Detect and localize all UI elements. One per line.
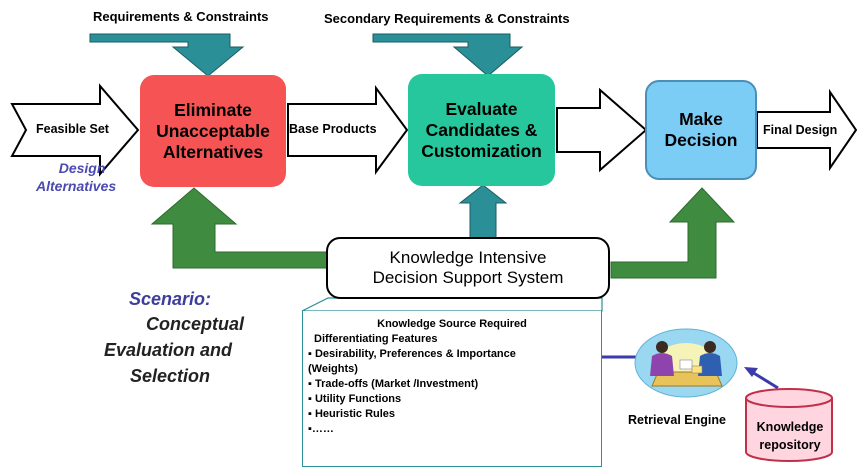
scenario-line-3: Selection	[130, 366, 211, 386]
base-products-label: Base Products	[289, 122, 377, 136]
evaluate-to-decide-arrow	[556, 87, 648, 173]
knowledge-source-title: Knowledge Source Required	[377, 318, 527, 330]
knowledge-source-item: ▪ Heuristic Rules	[308, 408, 396, 420]
repository-link-arrow-head	[744, 367, 758, 377]
design-alternatives-line-2: Alternatives	[36, 177, 117, 194]
knowledge-source-box: Knowledge Source Required Differentiatin…	[302, 311, 602, 467]
decide-line-2: Decision	[664, 130, 738, 150]
repository-line-2: repository	[759, 438, 821, 452]
knowledge-source-item: (Weights)	[308, 363, 358, 375]
design-alternatives-note: Design Alternatives	[36, 160, 116, 195]
secondary-requirements-input-arrow	[372, 33, 524, 77]
make-decision-box: Make Decision	[645, 80, 757, 180]
kidss-line-2: Decision Support System	[372, 268, 564, 287]
evaluate-line-1: Evaluate	[445, 98, 518, 119]
eliminate-alternatives-box: Eliminate Unacceptable Alternatives	[140, 75, 286, 187]
knowledge-source-item: ▪ Trade-offs (Market /Investment)	[308, 378, 479, 390]
repository-link-arrow	[751, 370, 779, 390]
scenario-line-1: Conceptual	[146, 314, 245, 334]
final-design-arrow	[756, 88, 858, 172]
scenario-line-2: Evaluation and	[104, 340, 233, 360]
eliminate-line-1: Eliminate	[174, 99, 252, 120]
knowledge-source-item: ▪ Desirability, Preferences & Importance	[308, 348, 516, 360]
knowledge-source-item: ▪……	[308, 423, 334, 435]
final-design-label: Final Design	[763, 123, 838, 137]
kidss-box: Knowledge Intensive Decision Support Sys…	[326, 237, 610, 299]
retrieval-engine-label: Retrieval Engine	[628, 413, 726, 427]
base-products-arrow	[287, 84, 409, 176]
kidss-to-evaluate-arrow	[458, 184, 508, 239]
retrieval-engine-icon	[634, 328, 738, 398]
kidss-to-decide-arrow	[610, 187, 736, 279]
knowledge-repository-label: Knowledge repository	[747, 418, 833, 454]
knowledge-source-item: ▪ Utility Functions	[308, 393, 402, 405]
evaluate-line-2: Candidates &	[425, 119, 538, 140]
decide-line-1: Make	[679, 109, 723, 129]
requirements-input-arrow	[89, 33, 245, 77]
design-alternatives-line-1: Design	[58, 160, 106, 176]
feasible-set-arrow	[10, 83, 140, 177]
requirements-label: Requirements & Constraints	[93, 9, 269, 24]
secondary-requirements-label: Secondary Requirements & Constraints	[324, 11, 570, 26]
kidss-to-knowledge-source-connector	[301, 297, 603, 312]
repository-line-1: Knowledge	[756, 420, 824, 434]
feedback-to-eliminate-arrow	[150, 187, 328, 269]
knowledge-repository-cylinder	[745, 388, 833, 462]
scenario-heading: Scenario:	[129, 289, 212, 309]
kidss-line-1: Knowledge Intensive	[389, 247, 547, 267]
evaluate-candidates-box: Evaluate Candidates & Customization	[408, 74, 555, 186]
feasible-set-label: Feasible Set	[36, 122, 109, 136]
knowledge-source-subtitle: Differentiating Features	[314, 333, 438, 345]
eliminate-line-2: Unacceptable	[156, 120, 270, 141]
evaluate-line-3: Customization	[421, 140, 542, 161]
eliminate-line-3: Alternatives	[162, 141, 264, 162]
